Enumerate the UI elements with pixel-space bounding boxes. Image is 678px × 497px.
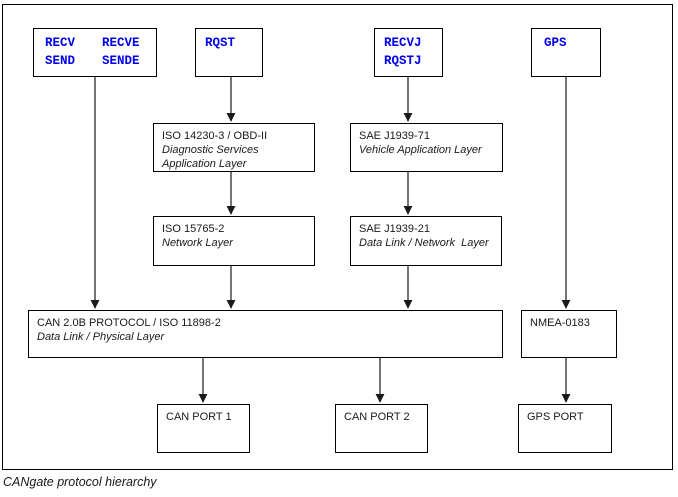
node-sae-j1939-21-layer: SAE J1939-21 Data Link / Network Layer [350, 216, 502, 266]
layer-title: ISO 15765-2 [162, 223, 225, 235]
command-rqst: RQST [205, 36, 236, 50]
node-can-port-1: CAN PORT 1 [157, 404, 250, 453]
port-label: GPS PORT [527, 411, 584, 423]
layer-subtitle: Diagnostic Services [162, 144, 259, 156]
node-can-protocol-layer: CAN 2.0B PROTOCOL / ISO 11898-2 Data Lin… [28, 310, 503, 358]
node-gps-port: GPS PORT [518, 404, 612, 453]
layer-subtitle: Vehicle Application Layer [359, 144, 482, 156]
layer-title: NMEA-0183 [530, 317, 590, 329]
command-recve: RECVE [102, 36, 140, 50]
layer-subtitle: Application Layer [162, 158, 247, 170]
command-gps: GPS [544, 36, 567, 50]
command-send: SEND [45, 54, 76, 68]
layer-subtitle: Data Link / Network Layer [359, 237, 489, 249]
layer-title: SAE J1939-71 [359, 130, 430, 142]
command-sende: SENDE [102, 54, 140, 68]
node-serial-commands: RECV RECVE SEND SENDE [33, 28, 157, 77]
command-recvj: RECVJ [384, 36, 422, 50]
node-rqst-command: RQST [195, 28, 263, 77]
layer-subtitle: Data Link / Physical Layer [37, 331, 165, 343]
command-row: SEND SENDE [45, 52, 156, 70]
layer-title: SAE J1939-21 [359, 223, 430, 235]
port-label: CAN PORT 2 [344, 411, 410, 423]
command-rqstj: RQSTJ [384, 54, 422, 68]
node-can-port-2: CAN PORT 2 [335, 404, 428, 453]
port-label: CAN PORT 1 [166, 411, 232, 423]
node-sae-j1939-71-layer: SAE J1939-71 Vehicle Application Layer [350, 123, 503, 172]
layer-title: CAN 2.0B PROTOCOL / ISO 11898-2 [37, 317, 221, 329]
node-iso15765-layer: ISO 15765-2 Network Layer [153, 216, 315, 266]
node-nmea-0183-layer: NMEA-0183 [521, 310, 617, 358]
figure-caption: CANgate protocol hierarchy [3, 475, 157, 489]
layer-title: ISO 14230-3 / OBD-II [162, 130, 268, 142]
node-gps-command: GPS [531, 28, 601, 77]
diagram-border [2, 4, 673, 470]
command-row: RECV RECVE [45, 34, 156, 52]
command-recv: RECV [45, 36, 76, 50]
layer-subtitle: Network Layer [162, 237, 233, 249]
node-iso14230-layer: ISO 14230-3 / OBD-II Diagnostic Services… [153, 123, 315, 172]
node-j1939-commands: RECVJ RQSTJ [374, 28, 443, 77]
